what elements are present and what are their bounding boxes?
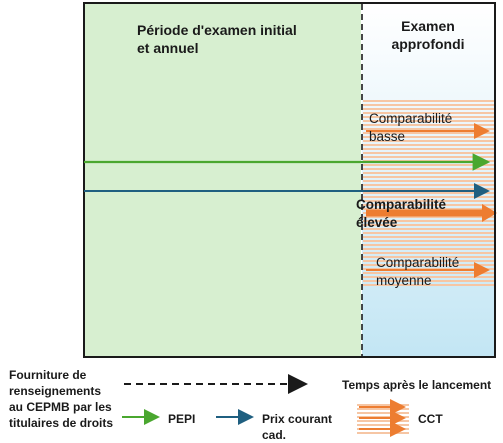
in-depth-review-title: Examen approfondi	[391, 18, 465, 52]
cct-high-arrowhead	[482, 204, 497, 222]
low-comparability-label: Comparabilité basse	[369, 111, 453, 144]
diagram-frame	[83, 2, 496, 358]
initial-review-panel	[85, 4, 361, 356]
legend-cct-label: CCT	[418, 412, 443, 426]
legend-pepi-label: PEPI	[168, 412, 196, 426]
medium-comparability-label: Comparabilité moyenne	[376, 255, 460, 288]
legend-time-label: Temps après le lancement	[342, 378, 492, 392]
legend-provision-label: Fourniture de renseignements au CEPMB pa…	[9, 368, 114, 430]
initial-review-title: Période d'examen initial et annuel	[137, 22, 297, 56]
legend-price-label: Prix courant cad.	[262, 412, 333, 442]
high-comparability-label: Comparabilité élevée	[356, 197, 447, 230]
